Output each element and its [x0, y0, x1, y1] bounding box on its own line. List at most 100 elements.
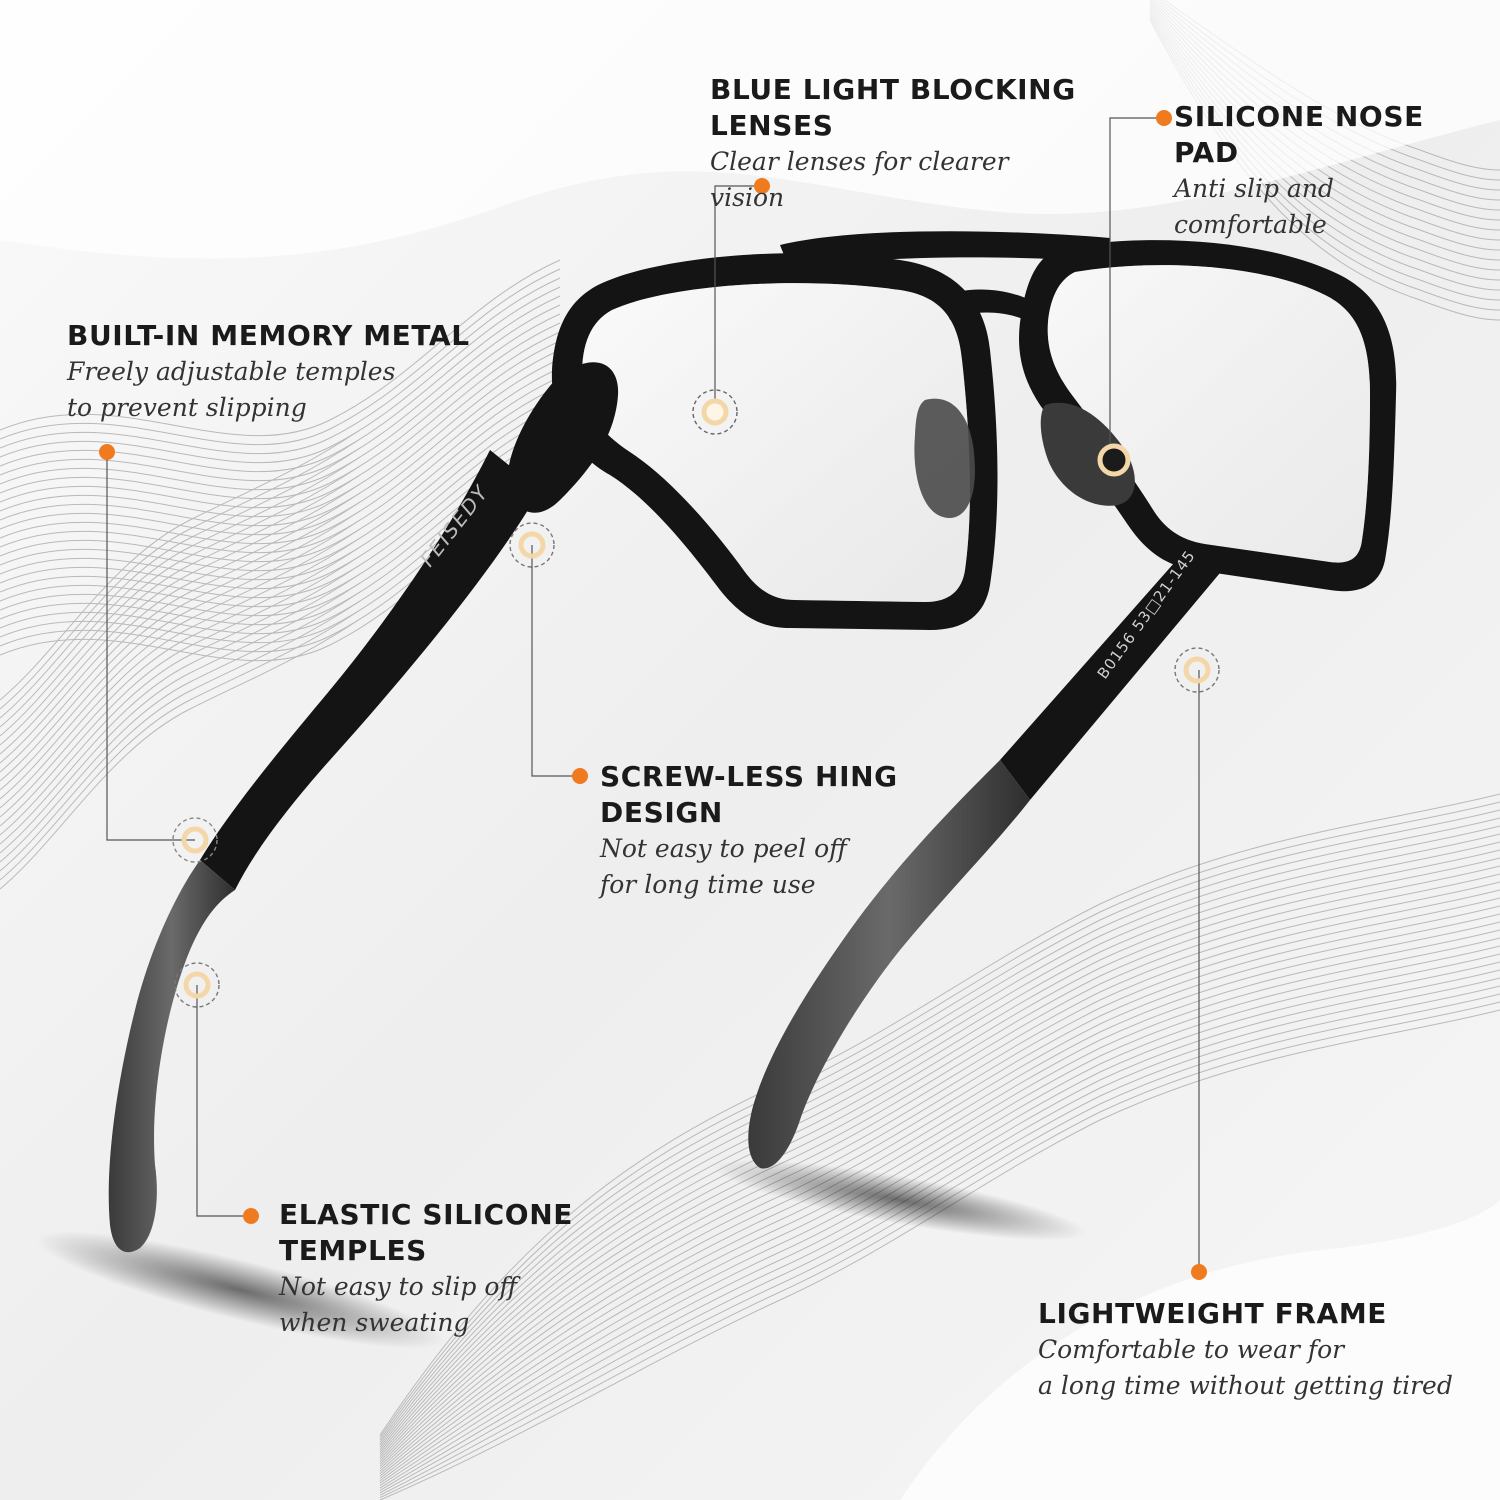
wave-line: [0, 609, 361, 881]
left-lens-frame: [551, 253, 998, 631]
feature-silicone-nose-pad: SILICONE NOSE PAD Anti slip and comforta…: [1174, 99, 1494, 243]
wave-line: [379, 961, 1500, 1487]
feature-description: Not easy to peel off: [600, 834, 847, 863]
wave-line: [379, 913, 1500, 1472]
wave-line: [379, 969, 1500, 1489]
wave-line: [379, 849, 1500, 1453]
wave-line: [0, 528, 361, 800]
feature-title: SCREW-LESS HING: [600, 760, 898, 793]
wave-line: [0, 268, 561, 446]
hotspot-hinge: [509, 522, 555, 568]
feature-description: Clear lenses for clearer vision: [710, 147, 1009, 212]
feature-description: Anti slip and comfortable: [1174, 174, 1334, 239]
left-lens-glass: [582, 283, 970, 602]
left-nose-pad: [914, 398, 975, 518]
feature-built-in-memory-metal: BUILT-IN MEMORY METAL Freely adjustable …: [67, 318, 487, 426]
wave-line: [0, 403, 561, 581]
dot-blue-light: [754, 178, 770, 194]
wave-line: [0, 304, 561, 482]
wave-line: [0, 537, 361, 809]
dot-frame: [1191, 1264, 1207, 1280]
callout-dots: [99, 110, 1207, 1280]
feature-blue-light-lenses: BLUE LIGHT BLOCKING LENSES Clear lenses …: [710, 72, 1090, 216]
feature-title-line-2: LENSES: [710, 109, 834, 142]
white-wave-shape-bottom: [900, 1200, 1500, 1500]
wave-line: [379, 817, 1500, 1443]
dot-hinge: [572, 768, 588, 784]
feature-description-line-2: when sweating: [279, 1308, 470, 1337]
white-wave-shape: [0, 0, 1500, 259]
dot-temples: [243, 1208, 259, 1224]
wave-line: [0, 286, 561, 464]
left-temple-silicone-tip: [108, 860, 235, 1253]
feature-description-line-2: a long time without getting tired: [1038, 1371, 1453, 1400]
feature-title-line-2: DESIGN: [600, 796, 723, 829]
wave-line: [0, 546, 361, 818]
leader-line-temples: [196, 985, 251, 1217]
wave-line: [0, 340, 561, 518]
wave-line: [0, 259, 561, 437]
hotspot-blue-light: [692, 389, 738, 435]
feature-description: Freely adjustable temples: [67, 357, 396, 386]
wave-line: [0, 618, 361, 890]
wave-line: [0, 492, 361, 764]
right-temple-arm: [1000, 545, 1235, 800]
wave-line: [379, 865, 1500, 1458]
feature-description: Not easy to slip off: [279, 1272, 518, 1301]
hotspot-memory-metal: [172, 817, 218, 863]
wave-line: [0, 519, 361, 791]
wave-line: [0, 394, 561, 572]
wave-line: [379, 833, 1500, 1448]
wave-line: [0, 429, 361, 701]
wave-line: [0, 501, 361, 773]
wave-line: [0, 591, 361, 863]
feature-description-line-2: for long time use: [600, 870, 816, 899]
hotspot-markers: [172, 389, 1220, 1008]
hotspot-temples: [174, 962, 220, 1008]
wave-line: [0, 367, 561, 545]
hotspot-frame: [1174, 647, 1220, 693]
feature-title: BLUE LIGHT BLOCKING: [710, 73, 1076, 106]
wave-line: [0, 564, 361, 836]
wave-line: [0, 331, 561, 509]
wave-line: [379, 897, 1500, 1467]
wave-line: [379, 921, 1500, 1474]
wave-line: [379, 929, 1500, 1477]
wave-line: [379, 937, 1500, 1479]
wave-line: [379, 841, 1500, 1450]
feature-lightweight-frame: LIGHTWEIGHT FRAME Comfortable to wear fo…: [1038, 1296, 1478, 1404]
wave-line: [0, 465, 361, 737]
wave-line: [0, 322, 561, 500]
left-temple-shadow: [36, 1231, 444, 1349]
leader-line-blue-light: [714, 185, 762, 412]
wave-line: [0, 510, 361, 782]
wave-line: [0, 313, 561, 491]
wave-line: [0, 582, 361, 854]
wave-line: [0, 456, 361, 728]
leader-line-hinge: [531, 545, 580, 777]
wave-line: [379, 945, 1500, 1482]
leader-line-memory-metal: [106, 452, 195, 841]
dot-nose-pad: [1156, 110, 1172, 126]
feature-description: Comfortable to wear for: [1038, 1335, 1345, 1364]
wave-line: [0, 358, 561, 536]
feature-elastic-silicone-temples: ELASTIC SILICONE TEMPLES Not easy to sli…: [279, 1197, 599, 1341]
right-nose-pad: [1040, 402, 1135, 506]
right-temple-shadow: [712, 1159, 1088, 1241]
wave-line: [0, 573, 361, 845]
wave-line: [379, 905, 1500, 1470]
leader-line-nose-pad: [1109, 117, 1164, 460]
wave-line: [0, 600, 361, 872]
left-temple-arm: [200, 450, 540, 890]
feature-description-line-2: to prevent slipping: [67, 393, 307, 422]
wave-line: [379, 793, 1500, 1436]
left-temple-hinge: [507, 362, 619, 513]
hotspot-nose-pad: [1097, 443, 1131, 477]
feature-title: SILICONE NOSE PAD: [1174, 100, 1424, 169]
feature-title: LIGHTWEIGHT FRAME: [1038, 1297, 1388, 1330]
wave-line: [379, 825, 1500, 1446]
wave-line: [379, 809, 1500, 1441]
right-lens-glass: [1047, 265, 1370, 563]
wave-line: [0, 349, 561, 527]
wave-line: [379, 889, 1500, 1465]
